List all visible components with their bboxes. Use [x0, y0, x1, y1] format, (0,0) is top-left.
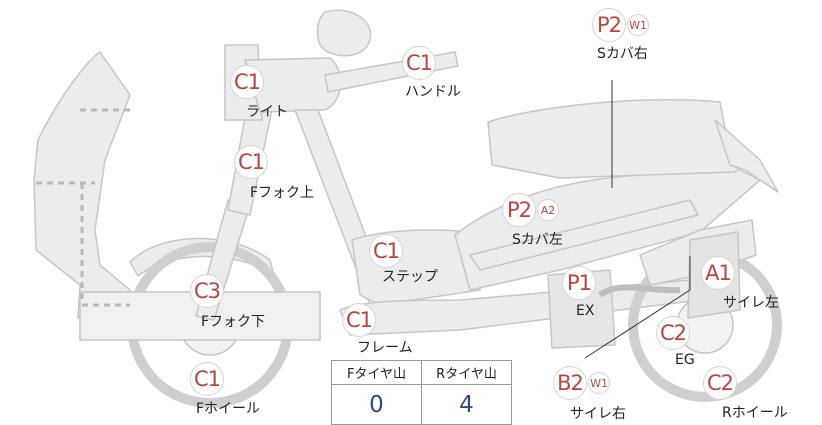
light-label: ライト	[246, 104, 288, 120]
frame-marker: C1	[342, 303, 376, 337]
rear-wheel-marker: C2	[703, 366, 737, 400]
rear-tail	[714, 119, 779, 193]
rear-tread-header: Rタイヤ山	[421, 360, 512, 385]
muffler-right-sub-badge: W1	[588, 372, 610, 394]
front-wheel-code-badge: C1	[190, 362, 224, 396]
muffler-right-marker: B2 W1	[553, 366, 610, 400]
muffler-left-code-badge: A1	[701, 256, 735, 290]
fork-lower-code-badge: C3	[190, 274, 224, 308]
fork-upper-marker: C1	[234, 145, 268, 179]
fork-upper-code-badge: C1	[234, 145, 268, 179]
cover-left-label: Sカバ左	[512, 232, 563, 248]
cover-right-code-badge: P2	[592, 8, 626, 42]
fork-lower-marker: C3	[190, 274, 224, 308]
cover-left-code-badge: P2	[502, 193, 536, 227]
tread-table: Fタイヤ山 Rタイヤ山 0 4	[331, 360, 512, 425]
light-code-badge: C1	[230, 65, 264, 99]
handle-code-badge: C1	[402, 46, 436, 80]
fork-lower-label: Fフォク下	[201, 314, 266, 330]
fork-upper-label: Fフォク上	[250, 185, 315, 201]
seat	[487, 99, 741, 179]
handle-label: ハンドル	[405, 84, 461, 100]
handle-marker: C1	[402, 46, 436, 80]
frame-code-badge: C1	[342, 303, 376, 337]
front-wheel-marker: C1	[190, 362, 224, 396]
front-wheel-label: Fホイール	[196, 401, 261, 417]
frame-label: フレーム	[357, 340, 413, 356]
muffler-right-code-badge: B2	[553, 366, 587, 400]
muffler-left-label: サイレ左	[723, 295, 779, 311]
engine-code-badge: C2	[656, 316, 690, 350]
rear-wheel-code-badge: C2	[703, 366, 737, 400]
exhaust-pipe	[598, 284, 681, 298]
tread-value-row: 0 4	[331, 384, 512, 425]
front-tread-value: 0	[331, 384, 422, 425]
step-label: ステップ	[382, 269, 438, 285]
mirror	[316, 9, 372, 57]
cover-right-sub-badge: W1	[627, 14, 649, 36]
cover-left-sub-badge: A2	[537, 199, 559, 221]
light-marker: C1	[230, 65, 264, 99]
engine-label: EG	[675, 352, 695, 368]
muffler-left-marker: A1	[701, 256, 735, 290]
engine-marker: C2	[656, 316, 690, 350]
front-tread-header: Fタイヤ山	[331, 360, 422, 385]
exhaust-label: EX	[576, 303, 595, 319]
rear-wheel-label: Rホイール	[722, 405, 788, 421]
cover-left-marker: P2 A2	[502, 193, 559, 227]
tread-header-row: Fタイヤ山 Rタイヤ山	[331, 360, 512, 385]
step-marker: C1	[369, 234, 403, 268]
muffler-right-label: サイレ右	[570, 406, 626, 422]
cover-right-label: Sカバ右	[597, 46, 648, 62]
exhaust-code-badge: P1	[562, 266, 596, 300]
cover-right-marker: P2 W1	[592, 8, 649, 42]
step-code-badge: C1	[369, 234, 403, 268]
exhaust-marker: P1	[562, 266, 596, 300]
rear-tread-value: 4	[421, 384, 512, 425]
